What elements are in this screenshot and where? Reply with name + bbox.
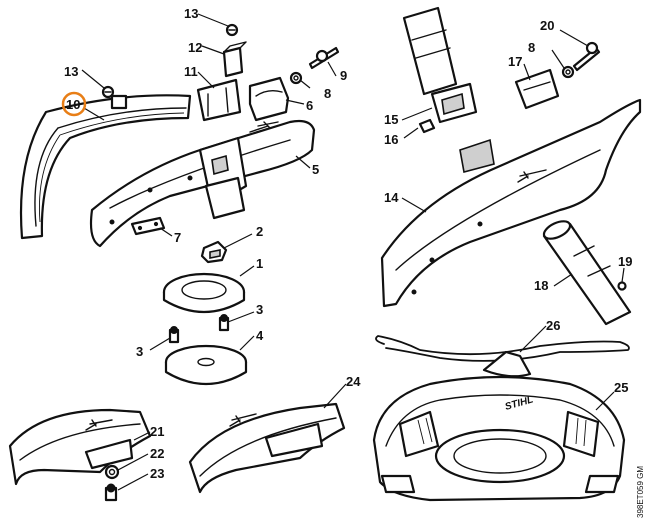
part-2-nut[interactable] [200,240,228,264]
callout-3-right[interactable]: 3 [256,302,263,317]
callout-14[interactable]: 14 [384,190,399,205]
part-7-bracket[interactable] [130,216,166,236]
part-21-guard[interactable] [8,408,152,486]
callout-22[interactable]: 22 [150,446,164,461]
part-23-screw[interactable] [104,483,118,502]
callout-4[interactable]: 4 [256,328,264,343]
part-6-clamp[interactable] [248,76,290,122]
callout-24[interactable]: 24 [346,374,361,389]
callout-16[interactable]: 16 [384,132,398,147]
part-8-nut-right[interactable] [561,65,575,79]
callout-15[interactable]: 15 [384,112,398,127]
part-19-screw[interactable] [617,281,627,291]
callout-13-upper[interactable]: 13 [184,6,198,21]
part-4-washer[interactable] [164,344,248,386]
part-12-spacer[interactable] [222,41,247,78]
part-8-nut-left[interactable] [289,71,303,85]
callout-20[interactable]: 20 [540,18,554,33]
part-3-screw-left[interactable] [168,326,180,344]
part-9-bolt[interactable] [308,46,340,70]
drawing-reference-code: 398ET059 GM [636,466,645,518]
part-18-tube[interactable] [541,218,632,326]
callout-23[interactable]: 23 [150,466,164,481]
callout-19[interactable]: 19 [618,254,632,269]
callout-25[interactable]: 25 [614,380,628,395]
callout-18[interactable]: 18 [534,278,548,293]
part-25-carrier[interactable]: STIHL [372,350,626,502]
callout-8-left[interactable]: 8 [324,86,331,101]
callout-8-right[interactable]: 8 [528,40,535,55]
callout-21[interactable]: 21 [150,424,164,439]
callouts: 13 12 11 13 10 9 8 6 5 7 2 1 3 4 3 21 22… [61,6,632,481]
part-5-deflector-shroud[interactable] [89,119,316,248]
part-20-bolt[interactable] [572,41,601,72]
callout-2[interactable]: 2 [256,224,263,239]
part-13-screw-upper[interactable] [225,23,239,37]
drive-tube [402,6,458,96]
part-13-screw-left[interactable] [101,85,115,99]
part-3-screw-right[interactable] [218,314,230,332]
callout-10-highlight [61,91,87,117]
callout-7[interactable]: 7 [174,230,181,245]
part-22-nut[interactable] [104,464,120,480]
callout-5[interactable]: 5 [312,162,319,177]
part-17-clamp[interactable] [514,68,560,110]
callout-26[interactable]: 26 [546,318,560,333]
part-10-deflector-strip[interactable] [19,94,192,240]
callout-6[interactable]: 6 [306,98,313,113]
part-24-guard[interactable] [188,402,346,494]
part-1-thrust-plate[interactable] [162,272,246,314]
callout-10[interactable]: 10 [66,97,80,112]
callout-13-left[interactable]: 13 [64,64,78,79]
leader-lines [81,13,625,491]
part-14-large-guard[interactable] [380,98,642,308]
callout-17[interactable]: 17 [508,54,522,69]
part-16-nut[interactable] [418,118,436,134]
callout-9[interactable]: 9 [340,68,347,83]
part-15-clamp[interactable] [430,82,478,124]
part-26-spring[interactable] [375,335,630,362]
part-11-clamp[interactable] [196,78,242,122]
callout-3-left[interactable]: 3 [136,344,143,359]
callout-12[interactable]: 12 [188,40,202,55]
callout-11[interactable]: 11 [184,64,198,79]
callout-1[interactable]: 1 [256,256,263,271]
